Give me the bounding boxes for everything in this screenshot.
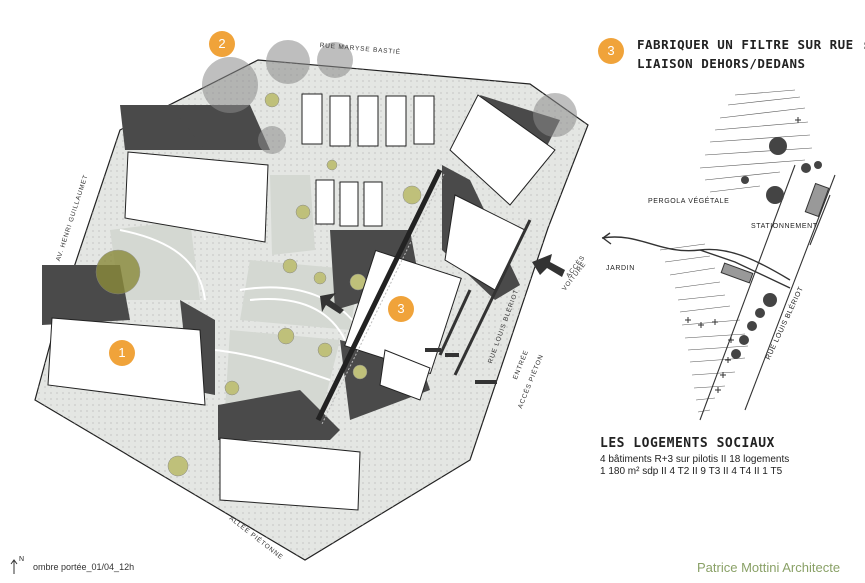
building-north-west (124, 151, 269, 243)
row-houses (301, 93, 435, 227)
sketch-crosses (685, 117, 801, 393)
marker-1: 1 (109, 340, 135, 366)
social-line2: 1 180 m² sdp II 4 T2 II 9 T3 II 4 T4 II … (600, 466, 783, 477)
small-trees (95, 92, 422, 477)
social-heading: LES LOGEMENTS SOCIAUX (600, 436, 775, 451)
car-access-arrow (532, 254, 565, 277)
sketch-trees (731, 137, 822, 359)
firm-name: Patrice Mottini Architecte (697, 560, 841, 575)
access-arrows (320, 254, 565, 384)
sketch-label-pergola: PERGOLA VÉGÉTALE (648, 198, 730, 205)
sketch-label-stationnement: STATIONNEMENT (751, 223, 818, 230)
lawn-areas (110, 175, 360, 420)
north-label: N (19, 556, 25, 563)
street-filter (315, 168, 532, 425)
section3-title-line1: FABRIQUER UN FILTRE SUR RUE : (637, 37, 865, 52)
marker-3-heading: 3 (598, 38, 624, 64)
entry-arrow (320, 293, 344, 314)
tree-canopies (202, 40, 577, 154)
shadow-caption: ombre portée_01/04_12h (33, 562, 135, 572)
north-arrow-icon (10, 559, 18, 574)
building-south (219, 437, 361, 511)
sketch-street (699, 164, 836, 421)
sketch-path (601, 232, 791, 289)
sketch-label-jardin: JARDIN (606, 265, 635, 272)
building-east-low (379, 349, 431, 401)
building-east-top (449, 94, 556, 206)
section3-title-line2: LIAISON DEHORS/DEDANS (637, 56, 806, 71)
sketch-parking (720, 182, 830, 284)
marker-3-plan: 3 (388, 296, 414, 322)
sketch-hatching (659, 89, 813, 413)
social-line1: 4 bâtiments R+3 sur pilotis II 18 logeme… (600, 454, 790, 465)
marker-2: 2 (209, 31, 235, 57)
